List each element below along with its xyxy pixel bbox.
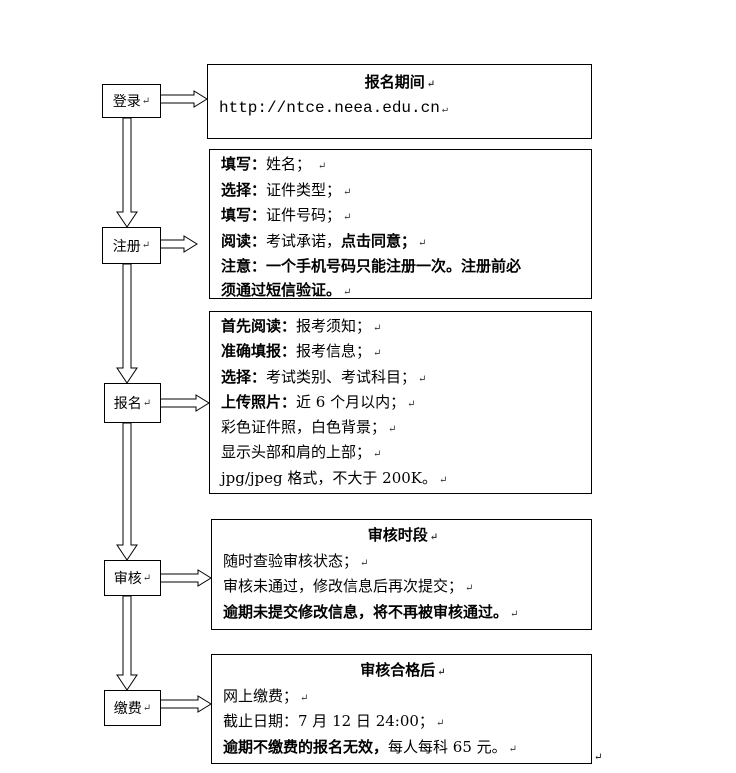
info-box-registration-period: 报名期间↵ http://ntce.neea.edu.cn↵ (207, 64, 592, 139)
right-arrow-3 (159, 394, 210, 412)
info-box-register: 填写：姓名； ↵ 选择：证件类型；↵ 填写：证件号码；↵ 阅读：考试承诺，点击同… (209, 149, 592, 299)
box-title: 报名期间↵ (364, 73, 436, 91)
box-title: 审核时段↵ (367, 526, 439, 544)
info-box-payment: 审核合格后↵ 网上缴费；↵ 截止日期：7 月 12 日 24:00；↵ 逾期不缴… (211, 654, 592, 764)
text-line: 须通过短信验证。↵ (221, 280, 352, 299)
paragraph-mark: ↵ (594, 752, 603, 763)
box-title: 审核合格后↵ (360, 661, 446, 679)
text-line: 阅读：考试承诺，点击同意；↵ (221, 231, 427, 250)
right-arrow-5 (159, 695, 212, 713)
right-arrow-1 (159, 90, 208, 108)
text-line: 随时查验审核状态；↵ (223, 551, 369, 570)
down-arrow-2 (116, 263, 138, 384)
text-line: jpg/jpeg 格式，不大于 200K。↵ (221, 468, 448, 487)
text-line: 选择：考试类别、考试科目；↵ (221, 367, 427, 386)
down-arrow-4 (116, 595, 138, 691)
info-box-review: 审核时段↵ 随时查验审核状态；↵ 审核未通过，修改信息后再次提交；↵ 逾期未提交… (211, 519, 592, 630)
text-line: 审核未通过，修改信息后再次提交；↵ (223, 577, 474, 595)
text-line: 网上缴费；↵ (223, 686, 309, 705)
right-arrow-4 (159, 569, 212, 587)
step-register: 注册↵ (102, 227, 161, 264)
text-line: 显示头部和肩的上部；↵ (221, 443, 382, 462)
text-line: 彩色证件照，白色背景；↵ (221, 418, 397, 437)
step-login: 登录↵ (102, 84, 161, 118)
step-apply: 报名↵ (104, 383, 161, 423)
step-review: 审核↵ (104, 560, 161, 596)
text-line: 准确填报：报考信息；↵ (221, 342, 382, 361)
down-arrow-3 (116, 422, 138, 561)
text-line: 截止日期：7 月 12 日 24:00；↵ (223, 712, 445, 730)
text-line: 首先阅读：报考须知；↵ (221, 317, 382, 335)
text-line: 注意：一个手机号码只能注册一次。注册前必 (221, 257, 522, 275)
text-line: 填写：姓名； ↵ (221, 155, 327, 173)
right-arrow-2 (159, 235, 198, 253)
step-payment: 缴费↵ (104, 690, 161, 726)
down-arrow-1 (116, 117, 138, 228)
text-line: 选择：证件类型；↵ (221, 180, 352, 199)
text-line: 上传照片：近 6 个月以内；↵ (221, 392, 416, 411)
text-line: 填写：证件号码；↵ (221, 206, 352, 224)
text-line: 逾期未提交修改信息，将不再被审核通过。↵ (223, 602, 519, 621)
website-url: http://ntce.neea.edu.cn↵ (219, 98, 448, 117)
info-box-apply: 首先阅读：报考须知；↵ 准确填报：报考信息；↵ 选择：考试类别、考试科目；↵ 上… (209, 311, 592, 494)
text-line: 逾期不缴费的报名无效，每人每科 65 元。↵ (223, 737, 518, 756)
